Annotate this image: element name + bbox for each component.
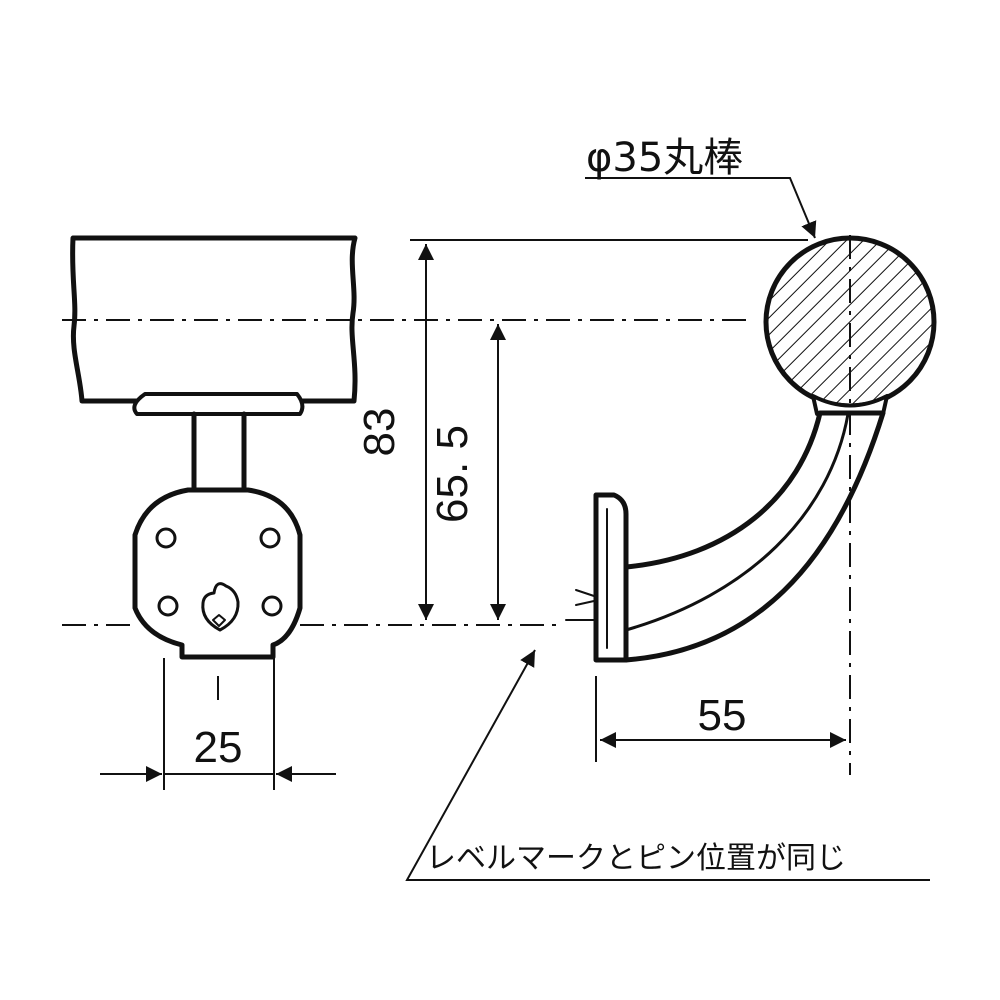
bracket-disc-front bbox=[132, 487, 303, 660]
keyhole-icon bbox=[201, 582, 240, 632]
side-view bbox=[565, 235, 937, 663]
projection-value: 55 bbox=[698, 691, 747, 740]
front-hole-top-right bbox=[259, 527, 281, 549]
bracket-neck-line bbox=[624, 412, 850, 632]
top-mount-plate bbox=[132, 392, 305, 416]
front-hole-bottom-right bbox=[261, 595, 283, 617]
wall-base-plate bbox=[593, 492, 629, 663]
centerlines bbox=[62, 235, 851, 775]
keyhole-diamond-icon bbox=[212, 614, 226, 627]
curved-bracket-arm bbox=[623, 410, 886, 663]
front-view bbox=[70, 235, 358, 660]
center-height-value: 65. 5 bbox=[428, 425, 477, 523]
bracket-width-value: 25 bbox=[194, 723, 243, 772]
level-pin-note: レベルマークとピン位置が同じ bbox=[426, 841, 846, 876]
rail-diameter-label: φ35丸棒 bbox=[586, 135, 743, 181]
text-labels: 83 65. 5 25 55 φ35丸棒 レベルマークとピン位置が同じ bbox=[194, 135, 846, 876]
bracket-stem-front bbox=[191, 411, 247, 494]
front-hole-bottom-left bbox=[157, 595, 179, 617]
rail-diameter-leader bbox=[585, 177, 817, 239]
leaders bbox=[405, 177, 930, 881]
level-note-leader bbox=[405, 649, 930, 881]
dimension-lines bbox=[100, 239, 846, 790]
front-hole-top-left bbox=[155, 527, 177, 549]
pin-marker bbox=[565, 589, 595, 621]
overall-height-value: 83 bbox=[355, 408, 404, 457]
